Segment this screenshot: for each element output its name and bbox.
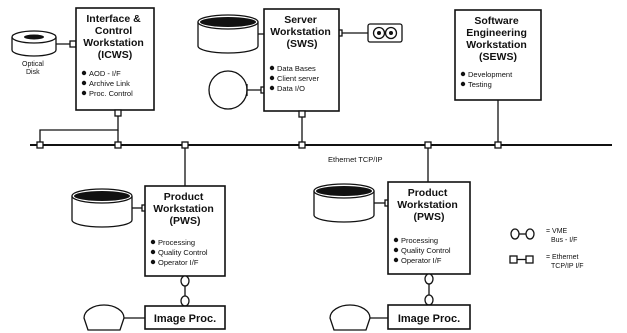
ethernet-label: Ethernet TCP/IP [328, 155, 382, 164]
vme-connector-icon [510, 228, 535, 240]
sews-workstation: Software Engineering Workstation (SEWS) … [454, 9, 542, 149]
icws-workstation: Optical Disk Interface & Control Worksta… [11, 7, 155, 149]
monitor-icon [329, 304, 371, 331]
optical-disk-label: Optical Disk [22, 61, 46, 76]
sws-title: Server Workstation (SWS) [270, 14, 333, 50]
ethernet-node [298, 141, 306, 149]
pws-left-workstation: Product Workstation (PWS) Processing Qua… [71, 141, 226, 331]
sews-item: Development [468, 70, 513, 79]
sews-title: Software Engineering Workstation (SEWS) [466, 15, 530, 63]
sws-item: Client server [277, 74, 320, 83]
sws-workstation: Server Workstation (SWS) Data Bases Clie… [197, 8, 403, 149]
icws-item: Proc. Control [89, 89, 133, 98]
ethernet-connector-icon [509, 255, 534, 264]
disk-icon [197, 14, 259, 54]
pws-right-item: Operator I/F [401, 256, 442, 265]
image-proc-box [387, 304, 471, 330]
pws-left-box [144, 185, 226, 277]
icws-box [75, 7, 155, 111]
monitor-icon [208, 70, 248, 110]
monitor-icon [83, 304, 125, 331]
optical-disk-icon [11, 30, 57, 57]
image-proc-label: Image Proc. [398, 313, 460, 325]
icws-item: Archive Link [89, 79, 130, 88]
legend: = VME Bus - I/F = Ethernet TCP/IP I/F [509, 228, 584, 270]
ethernet-node [424, 141, 432, 149]
pws-right-item: Processing [401, 236, 438, 245]
image-proc-label: Image Proc. [154, 313, 216, 325]
pws-left-title: Product Workstation (PWS) [153, 191, 216, 227]
sws-item: Data I/O [277, 84, 305, 93]
sws-box [263, 8, 340, 112]
vme-link [180, 275, 190, 307]
legend-ethernet-label: = Ethernet TCP/IP I/F [546, 254, 584, 270]
ethernet-node [114, 141, 122, 149]
ethernet-node [181, 141, 189, 149]
pws-left-item: Operator I/F [158, 258, 199, 267]
tape-drive-icon [367, 23, 403, 43]
pws-right-workstation: Product Workstation (PWS) Processing Qua… [313, 141, 471, 331]
pws-right-item: Quality Control [401, 246, 451, 255]
legend-vme-label: = VME Bus - I/F [546, 228, 577, 244]
sws-item: Data Bases [277, 64, 316, 73]
pws-left-item: Quality Control [158, 248, 208, 257]
icws-item: AOD - I/F [89, 69, 121, 78]
pws-right-title: Product Workstation (PWS) [397, 187, 460, 223]
disk-icon [71, 188, 133, 228]
vme-link [424, 273, 434, 306]
ethernet-node [36, 141, 44, 149]
sews-item: Testing [468, 80, 492, 89]
icws-title: Interface & Control Workstation (ICWS) [83, 13, 146, 61]
pws-left-item: Processing [158, 238, 195, 247]
ethernet-node [494, 141, 502, 149]
sews-box [454, 9, 542, 101]
disk-icon [313, 183, 375, 223]
pws-right-box [387, 181, 471, 275]
